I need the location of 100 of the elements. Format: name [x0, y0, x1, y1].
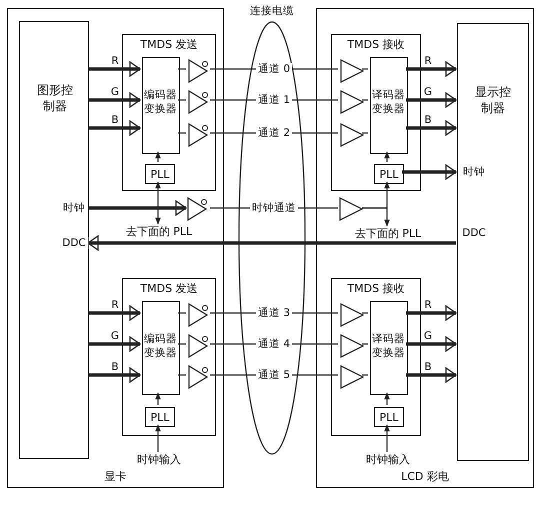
edge-label: 时钟通道 — [250, 202, 298, 214]
signal-label: DDC — [460, 227, 488, 239]
block-title: TMDS 发送 — [139, 38, 199, 51]
signal-line — [178, 132, 186, 134]
bus-arrow — [88, 367, 141, 383]
edge-label: B — [422, 114, 434, 126]
arrow — [88, 207, 161, 225]
signal-label: 连接电缆 — [248, 5, 296, 17]
edge-label: 通道 4 — [256, 338, 292, 350]
signal-label: 去下面的 PLL — [125, 225, 193, 238]
block-label: 译码器变换器 — [372, 332, 405, 360]
edge-label: R — [422, 299, 434, 311]
controller-block — [19, 21, 89, 459]
bus-arrow — [402, 164, 457, 180]
transmitter-block — [122, 278, 216, 436]
amplifier-symbol — [340, 303, 364, 327]
signal-line — [178, 312, 186, 314]
pll-block — [145, 407, 175, 427]
bus-arrow — [406, 61, 457, 77]
edge-label: G — [108, 330, 122, 342]
block-label: 译码器变换器 — [372, 88, 405, 116]
block-label: 编码器变换器 — [144, 332, 177, 360]
edge-label: R — [109, 299, 121, 311]
signal-line — [362, 343, 368, 345]
controller-block — [457, 23, 529, 461]
block-label: 编码器变换器 — [144, 88, 177, 116]
edge-label: R — [422, 55, 434, 67]
amplifier-symbol — [340, 90, 364, 114]
edge-label: G — [422, 86, 434, 98]
pll-block — [145, 164, 175, 184]
receiver-block — [331, 34, 421, 191]
bus-arrow — [88, 92, 141, 108]
edge-label: B — [422, 361, 434, 373]
arrow — [384, 392, 390, 405]
amplifier-symbol — [339, 197, 363, 221]
bus-arrow — [406, 92, 457, 108]
pll-block — [374, 164, 404, 184]
edge-label: B — [109, 361, 121, 373]
block-label: PLL — [378, 168, 400, 181]
edge-label: 通道 1 — [256, 94, 292, 106]
pll-block — [374, 407, 404, 427]
bus-arrow — [88, 200, 187, 216]
receiver-block — [331, 278, 421, 436]
arrow — [155, 392, 161, 405]
signal-line — [178, 374, 186, 376]
bus-arrow — [87, 235, 456, 251]
edge-label: DDC — [60, 237, 88, 249]
amplifier-symbol — [340, 123, 364, 147]
bus-arrow — [406, 367, 457, 383]
signal-line — [362, 374, 368, 376]
bus-arrow — [88, 61, 141, 77]
bus-arrow — [88, 120, 141, 136]
edge-label: 通道 2 — [256, 127, 292, 139]
arrow — [155, 424, 161, 452]
signal-line — [178, 68, 186, 70]
signal-line — [178, 99, 186, 101]
board-outline — [316, 8, 534, 488]
edge-label: 通道 5 — [256, 369, 292, 381]
bus-arrow — [88, 305, 141, 321]
block-title: TMDS 发送 — [139, 282, 199, 295]
bus-arrow — [88, 336, 141, 352]
arrow — [362, 207, 390, 227]
signal-line — [362, 312, 368, 314]
block-title: TMDS 接收 — [346, 38, 406, 51]
edge-label: 通道 3 — [256, 307, 292, 319]
amplifier-symbol — [340, 59, 364, 83]
amplifier-symbol — [340, 334, 364, 358]
signal-line — [362, 68, 368, 70]
block-title: TMDS 接收 — [346, 282, 406, 295]
transmitter-block — [122, 34, 216, 191]
bus-arrow — [406, 305, 457, 321]
encoder-block — [142, 301, 180, 395]
signal-label: 去下面的 PLL — [351, 227, 425, 240]
block-label: PLL — [378, 411, 400, 424]
signal-label: 时钟输入 — [366, 453, 410, 466]
arrow — [155, 151, 161, 162]
edge-label: G — [108, 86, 122, 98]
board-title: 显卡 — [104, 470, 128, 483]
encoder-block — [142, 57, 180, 154]
arrow — [384, 151, 390, 162]
bus-arrow — [406, 120, 457, 136]
edge-label: 通道 0 — [256, 63, 292, 75]
board-title: LCD 彩电 — [400, 470, 450, 483]
block-label: 显示控制器 — [474, 84, 512, 116]
signal-line — [362, 99, 368, 101]
edge-label: 时钟 — [461, 166, 487, 178]
block-label: PLL — [150, 168, 170, 181]
edge-label: 时钟 — [61, 202, 87, 214]
signal-line — [362, 132, 368, 134]
arrow — [384, 424, 390, 452]
edge-label: R — [109, 55, 121, 67]
decoder-block — [370, 301, 408, 395]
board-outline — [7, 8, 224, 488]
block-label: PLL — [150, 411, 170, 424]
edge-label: G — [422, 330, 434, 342]
decoder-block — [370, 57, 408, 154]
signal-label: 时钟输入 — [135, 453, 183, 466]
amplifier-symbol — [340, 365, 364, 389]
bus-arrow — [406, 336, 457, 352]
signal-line — [178, 343, 186, 345]
